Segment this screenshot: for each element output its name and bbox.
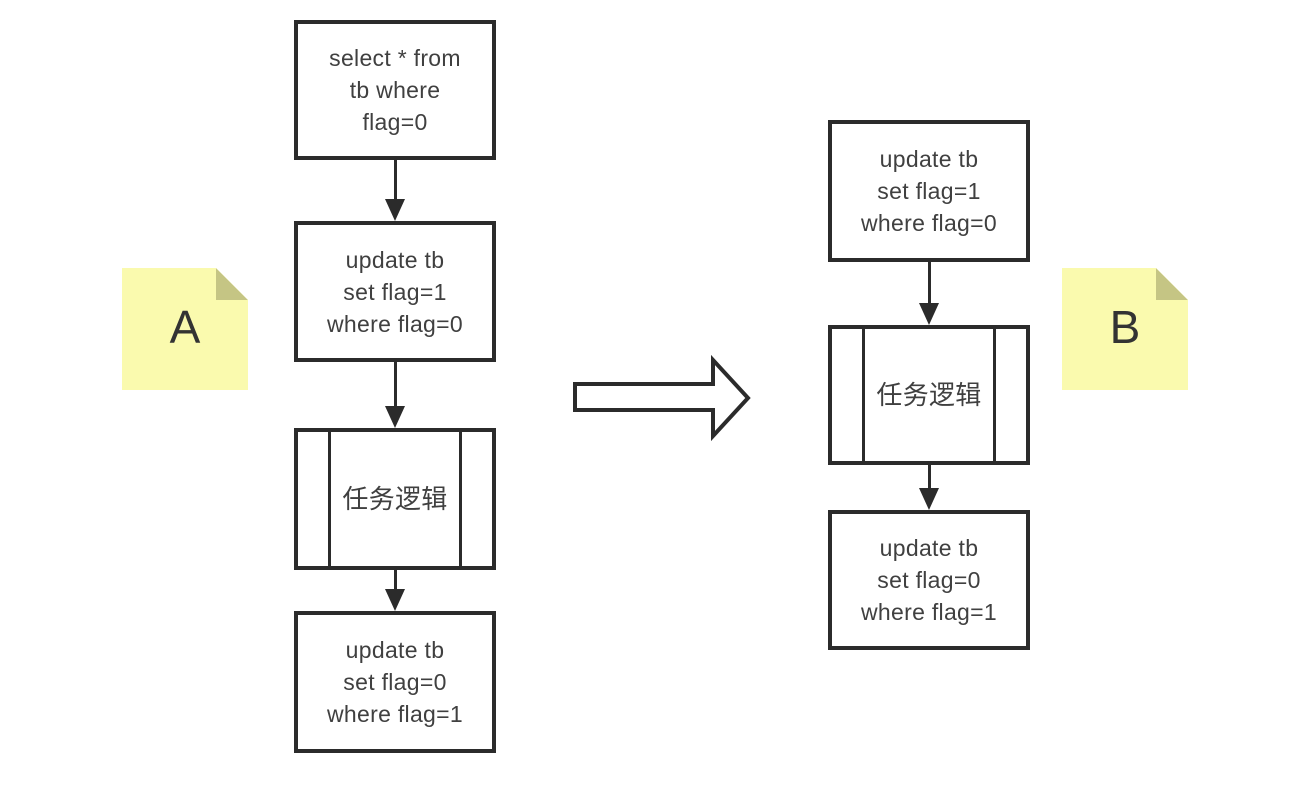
flow-b-step-set-flag1-text: update tb set flag=1 where flag=0 (861, 146, 997, 236)
flow-b-step-set-flag0: update tb set flag=0 where flag=1 (828, 510, 1030, 650)
connector-line (394, 570, 397, 591)
note-fold-corner (1156, 268, 1188, 300)
subprocess-bar (459, 432, 462, 566)
flow-a-step-set-flag0: update tb set flag=0 where flag=1 (294, 611, 496, 753)
flow-b-step-task-logic-text: 任务逻辑 (876, 380, 982, 410)
arrow-down-icon (385, 589, 405, 611)
subprocess-bar (328, 432, 331, 566)
arrow-down-icon (385, 406, 405, 428)
connector-line (928, 262, 931, 305)
flow-b-step-set-flag0-text: update tb set flag=0 where flag=1 (861, 535, 997, 625)
subprocess-bar (862, 329, 865, 461)
arrow-down-icon (919, 303, 939, 325)
connector-line (394, 160, 397, 201)
note-a-label: A (169, 301, 201, 353)
arrow-down-icon (385, 199, 405, 221)
sticky-note-a: A (122, 268, 248, 390)
flow-b-step-task-logic: 任务逻辑 (828, 325, 1030, 465)
subprocess-bar (993, 329, 996, 461)
flow-a-step-set-flag0-text: update tb set flag=0 where flag=1 (327, 637, 463, 727)
arrow-down-icon (919, 488, 939, 510)
transform-right-arrow-icon (573, 355, 751, 441)
flow-a-step-task-logic-text: 任务逻辑 (342, 484, 448, 514)
note-b-label: B (1109, 301, 1141, 353)
flow-a-step-set-flag1: update tb set flag=1 where flag=0 (294, 221, 496, 362)
flow-a-step-select: select * from tb where flag=0 (294, 20, 496, 160)
flow-b-step-set-flag1: update tb set flag=1 where flag=0 (828, 120, 1030, 262)
sticky-note-b: B (1062, 268, 1188, 390)
flow-a-step-task-logic: 任务逻辑 (294, 428, 496, 570)
connector-line (928, 465, 931, 490)
note-fold-corner (216, 268, 248, 300)
flow-a-step-select-text: select * from tb where flag=0 (329, 45, 461, 135)
connector-line (394, 362, 397, 408)
flow-a-step-set-flag1-text: update tb set flag=1 where flag=0 (327, 246, 463, 337)
